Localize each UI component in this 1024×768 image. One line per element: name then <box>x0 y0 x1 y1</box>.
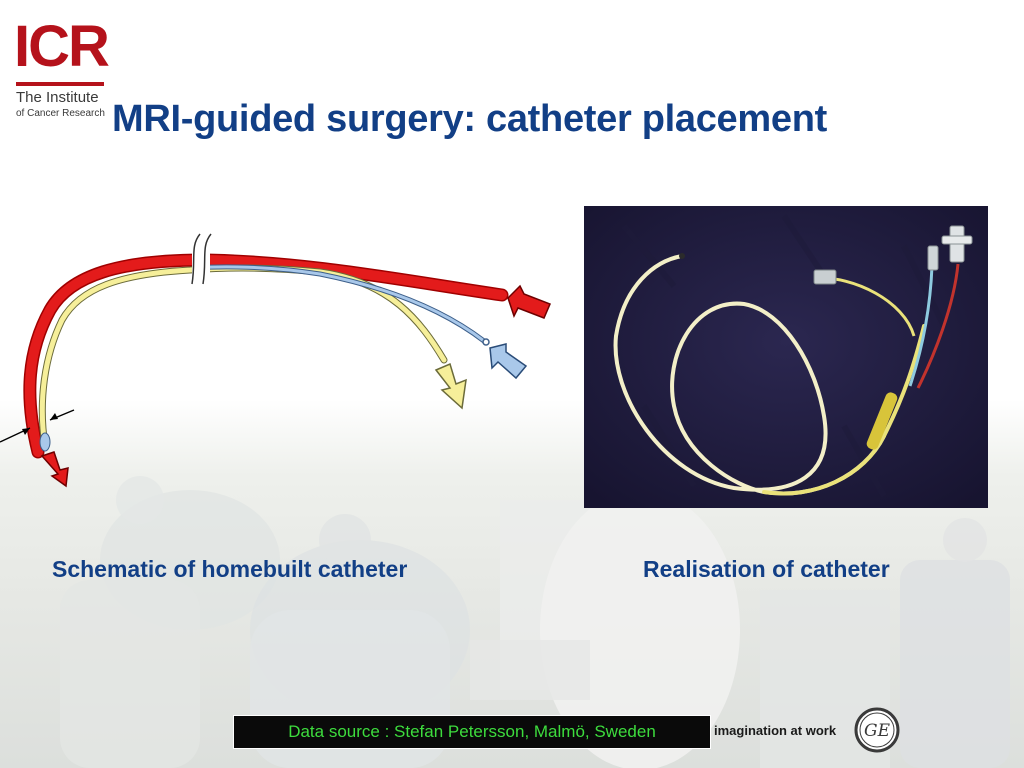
logo-mark: ICR <box>14 14 110 79</box>
page-title: MRI-guided surgery: catheter placement <box>112 98 827 140</box>
data-source-text: Data source : Stefan Petersson, Malmö, S… <box>288 722 656 741</box>
photo-catheter-loop <box>613 254 886 496</box>
arrow-red-out-icon <box>40 451 69 488</box>
logo-line2: of Cancer Research <box>16 108 105 119</box>
caption-schematic: Schematic of homebuilt catheter <box>52 556 408 582</box>
icr-logo: ICR The Institute of Cancer Research <box>14 14 110 120</box>
logo-line1: The Institute <box>16 89 99 106</box>
catheter-photo <box>584 206 988 508</box>
logo-rule <box>16 82 104 86</box>
arrow-red-in-icon <box>507 284 551 319</box>
ge-tagline: imagination at work <box>714 723 837 738</box>
data-source-box: Data source : Stefan Petersson, Malmö, S… <box>233 715 711 749</box>
ge-mark-text: GE <box>864 721 891 741</box>
caption-realisation: Realisation of catheter <box>643 556 890 582</box>
catheter-schematic <box>0 233 551 488</box>
arrow-yellow-out-icon <box>434 362 467 410</box>
ge-logo-icon: GE <box>854 707 900 753</box>
arrow-blue-in-icon <box>489 343 528 380</box>
